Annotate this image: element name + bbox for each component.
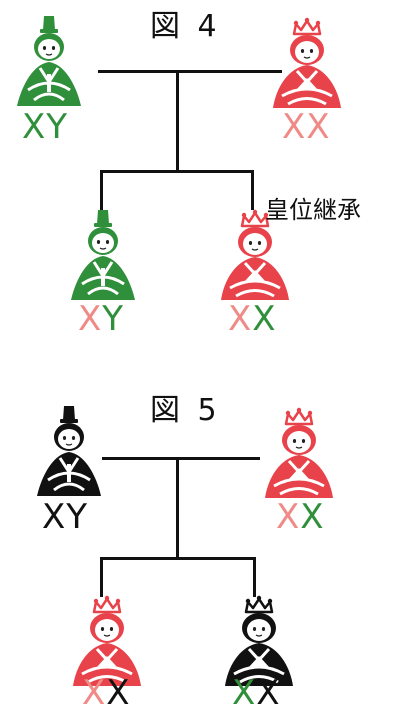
chromosome-letter: X: [232, 673, 257, 713]
chromosome-letter: X: [228, 299, 253, 339]
emperor-doll-icon: [71, 210, 135, 300]
fig4-parent-line: [98, 70, 282, 73]
empress-doll-icon: [273, 17, 341, 108]
emperor-doll-icon: [17, 16, 81, 106]
fig4-son-drop: [100, 170, 103, 210]
chromosome-letter: Y: [66, 497, 89, 537]
fig4-daughter-chromosome: XX: [228, 302, 277, 336]
empress-doll-icon: [73, 595, 141, 686]
fig5-father-doll: [34, 404, 104, 502]
fig4-son-chromosome: XY: [78, 302, 124, 336]
fig4-father-doll: [14, 14, 84, 112]
fig4-daughter-doll: [218, 208, 292, 306]
fig5-daughter1-doll: [70, 594, 144, 692]
figure5-title: 図 5: [150, 393, 221, 428]
fig4-daughter-drop: [251, 170, 254, 210]
fig5-daughter2-doll: [222, 594, 296, 692]
empress-doll-icon: [265, 407, 333, 498]
fig5-descent-line: [176, 457, 179, 559]
fig5-daughter1-drop: [100, 557, 103, 597]
chromosome-letter: X: [22, 107, 47, 147]
empress-doll-icon: [221, 209, 289, 300]
fig5-parent-line: [102, 457, 260, 460]
chromosome-letter: X: [276, 497, 301, 537]
fig4-father-chromosome: XY: [22, 110, 68, 144]
fig4-descent-line: [176, 70, 179, 172]
fig5-mother-doll: [262, 406, 336, 504]
fig4-mother-chromosome: XX: [282, 110, 331, 144]
fig4-mother-doll: [270, 16, 344, 114]
chromosome-letter: X: [42, 497, 67, 537]
fig5-daughter2-chromosome: XX: [232, 676, 281, 710]
chromosome-letter: Y: [102, 299, 125, 339]
fig5-daughter1-chromosome: XX: [82, 676, 131, 710]
chromosome-letter: X: [300, 497, 325, 537]
chromosome-letter: X: [78, 299, 103, 339]
emperor-doll-icon: [37, 406, 101, 496]
fig4-son-doll: [68, 208, 138, 306]
fig5-daughter2-drop: [253, 557, 256, 597]
fig5-father-chromosome: XY: [42, 500, 88, 534]
fig5-mother-chromosome: XX: [276, 500, 325, 534]
chromosome-letter: Y: [46, 107, 69, 147]
chromosome-letter: X: [82, 673, 107, 713]
chromosome-letter: X: [252, 299, 277, 339]
figure4-title: 図 4: [150, 9, 221, 44]
empress-doll-icon: [225, 595, 293, 686]
fig4-children-line: [100, 170, 254, 173]
fig5-children-line: [100, 557, 256, 560]
chromosome-letter: X: [106, 673, 131, 713]
chromosome-letter: X: [256, 673, 281, 713]
chromosome-letter: X: [306, 107, 331, 147]
chromosome-letter: X: [282, 107, 307, 147]
succession-label: 皇位継承: [265, 196, 361, 224]
